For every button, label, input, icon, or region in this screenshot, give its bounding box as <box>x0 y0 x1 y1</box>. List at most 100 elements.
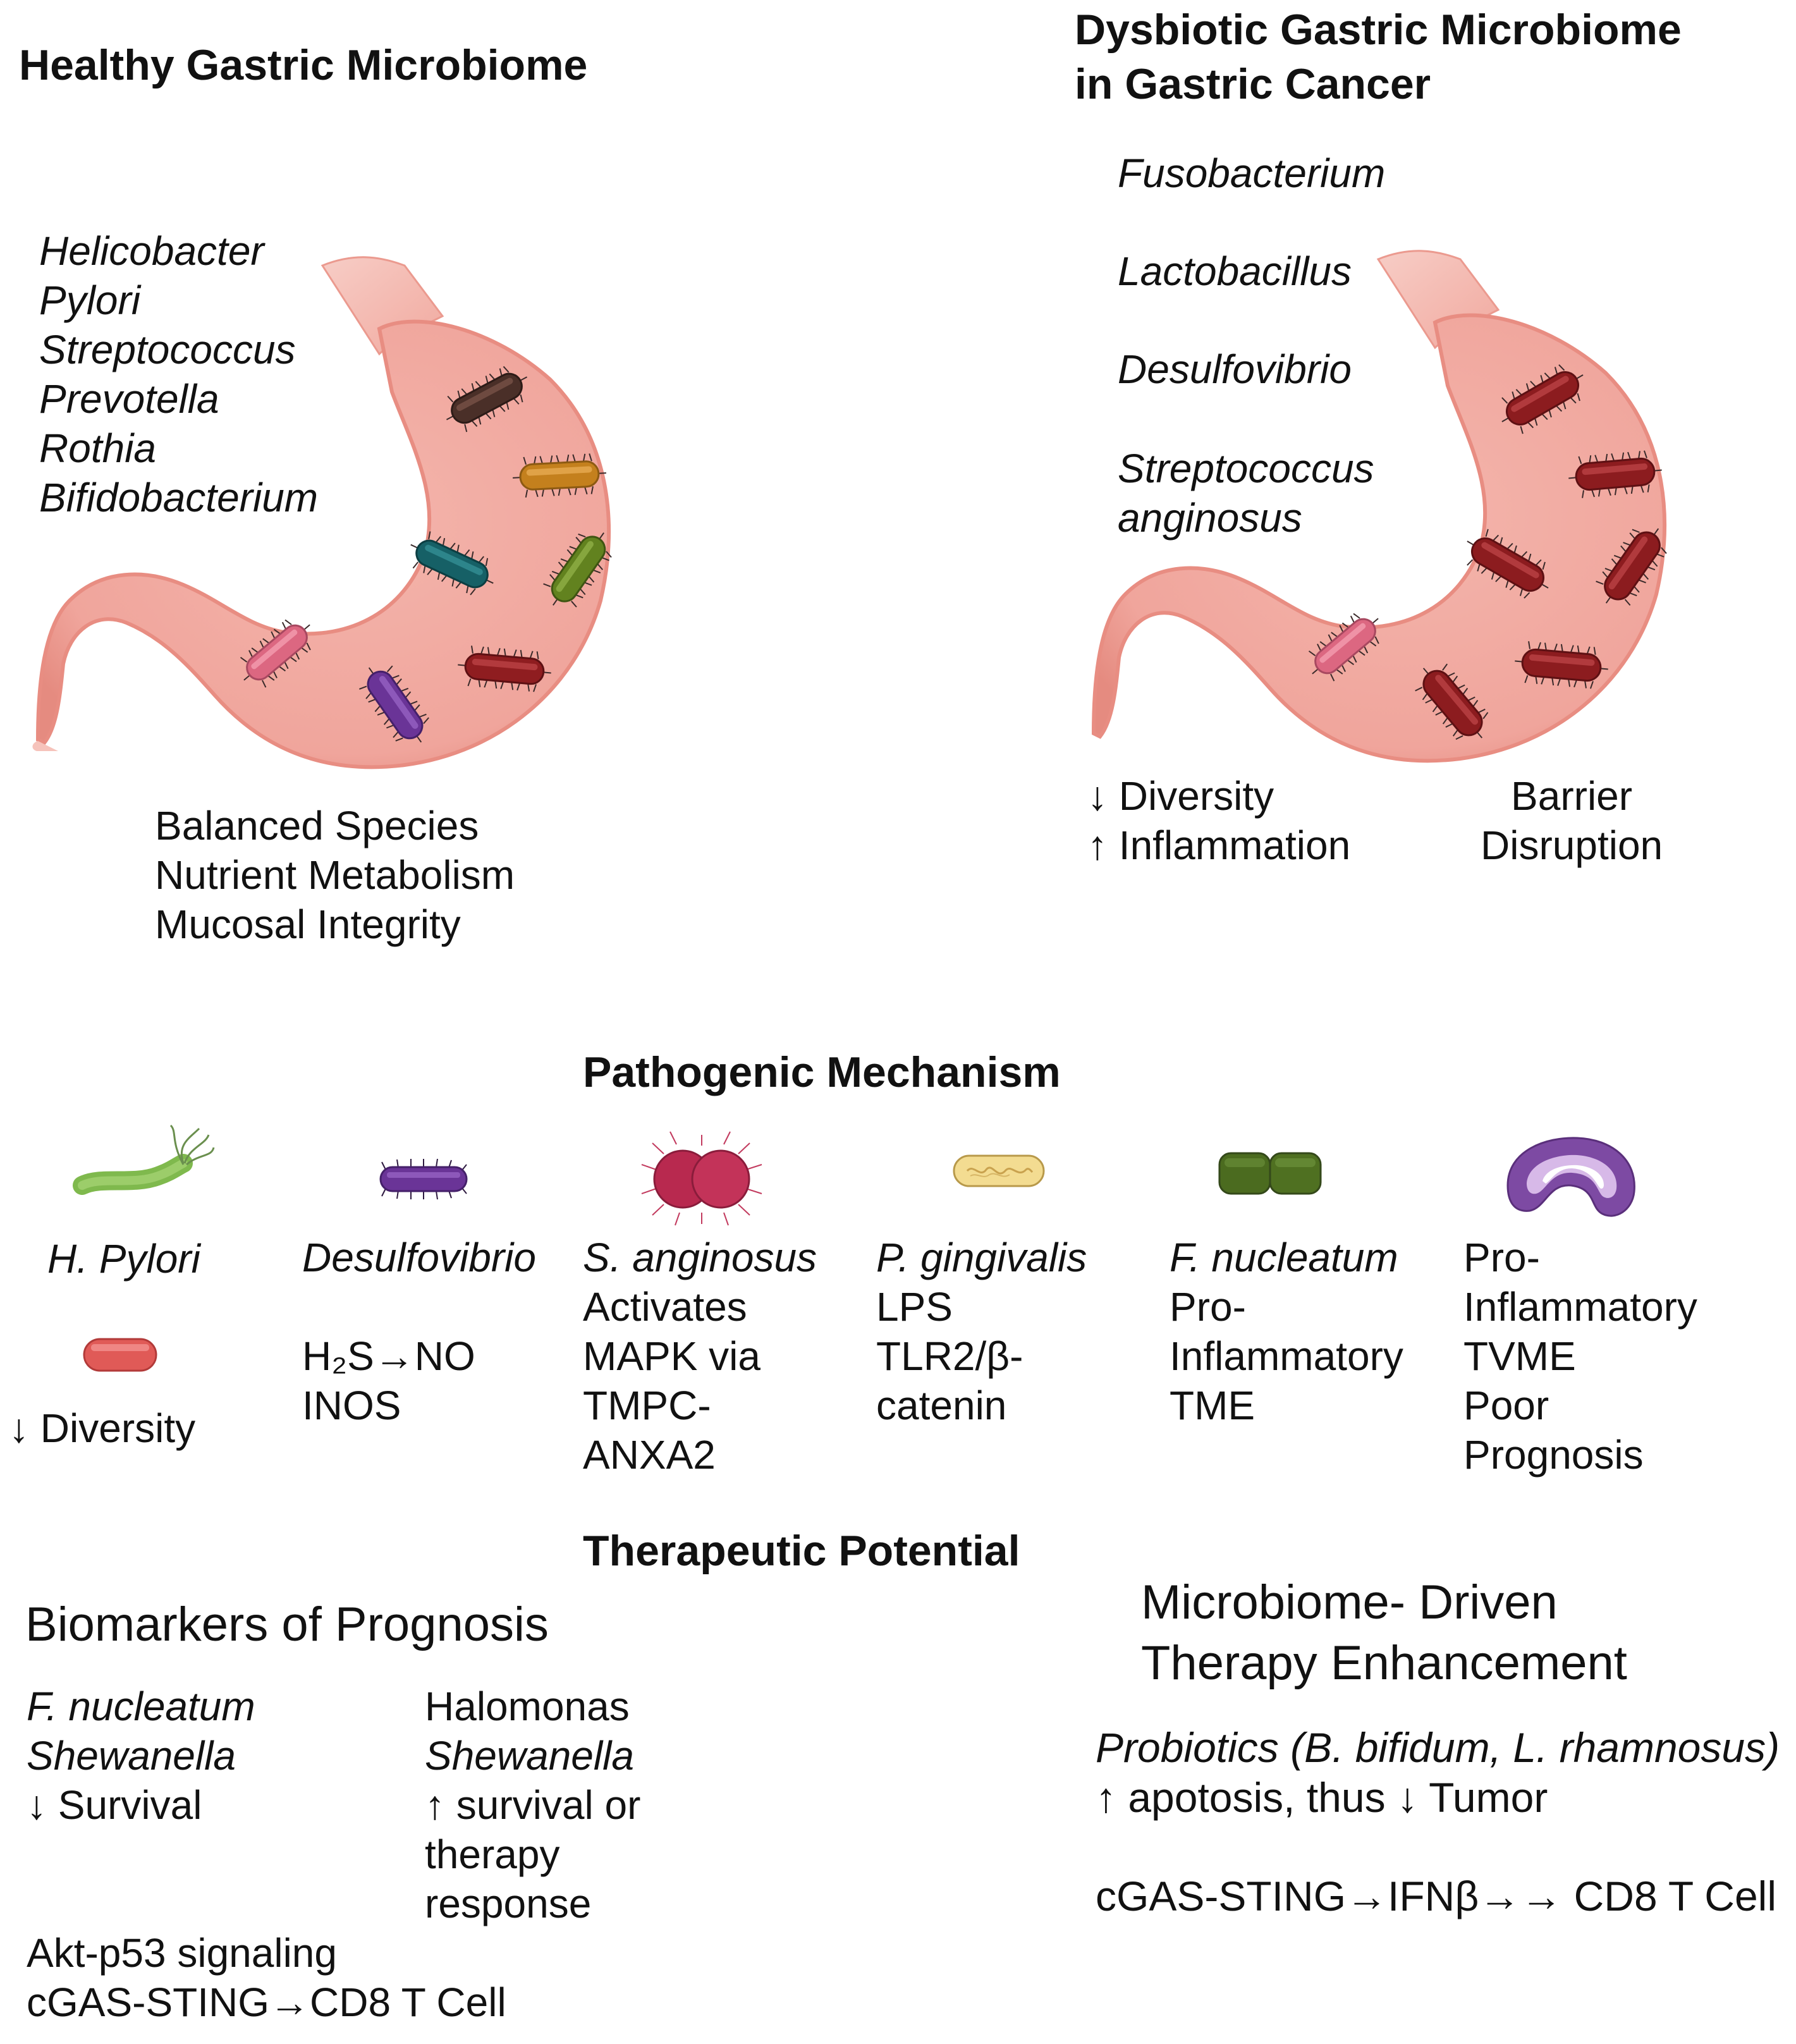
biomarkers-left: F. nucleatum Shewanella ↓ Survival <box>27 1682 255 1830</box>
species-pylori: Pylori <box>39 278 141 323</box>
biomarker-effect-3: response <box>425 1881 592 1926</box>
tvme-line-2: Inflammatory <box>1463 1284 1697 1330</box>
tumor-microenvironment-icon <box>1506 1137 1635 1217</box>
enhancement-effect: ↑ apotosis, thus ↓ Tumor <box>1096 1774 1548 1821</box>
healthy-stomach-illustration <box>32 256 611 769</box>
tvme-line-4: Poor <box>1463 1383 1549 1428</box>
p-gingivalis-line-3: catenin <box>876 1383 1007 1428</box>
cancer-bacteria-3 <box>1467 529 1549 599</box>
signaling-akt-p53: Akt-p53 signaling <box>27 1930 337 1976</box>
h-pylori-diversity-note: ↓ Diversity <box>9 1405 196 1451</box>
desulfovibrio-line-1: H₂S→NO <box>302 1333 475 1379</box>
low-diversity-bacterium-icon <box>83 1338 157 1372</box>
signaling-cgas-sting: cGAS-STING→CD8 T Cell <box>27 1980 506 2025</box>
dysbiotic-effects-right: Barrier Disruption <box>1481 771 1663 870</box>
healthy-species-list: Helicobacter Pylori Streptococcus Prevot… <box>39 226 318 522</box>
species-desulfovibrio: Desulfovibrio <box>1118 346 1352 392</box>
cancer-bacteria-4 <box>1596 528 1667 606</box>
species-streptococcus: Streptococcus <box>39 327 296 372</box>
biomarker-effect-1: ↑ survival or <box>425 1782 641 1828</box>
effect-diversity-down: ↓ Diversity <box>1087 773 1274 819</box>
therapeutic-title: Therapeutic Potential <box>583 1527 1020 1575</box>
biomarker-effect-2: therapy <box>425 1832 560 1877</box>
dysbiotic-species-list: Fusobacterium Lactobacillus Desulfovibri… <box>1118 149 1385 542</box>
species-bifidobacterium: Bifidobacterium <box>39 475 319 520</box>
effect-nutrient-metabolism: Nutrient Metabolism <box>155 852 515 898</box>
p-gingivalis-label: P. gingivalis <box>876 1235 1087 1280</box>
tvme-line-1: Pro- <box>1463 1235 1540 1280</box>
s-anginosus-line-1: Activates <box>583 1284 747 1330</box>
effect-inflammation-up: ↑ Inflammation <box>1087 823 1351 868</box>
pathogenic-title: Pathogenic Mechanism <box>583 1048 1061 1096</box>
dysbiotic-effects-left: ↓ Diversity ↑ Inflammation <box>1087 771 1350 870</box>
cancer-bacteria-1 <box>1501 364 1584 434</box>
s-anginosus-label: S. anginosus <box>583 1235 817 1280</box>
s-anginosus-icon <box>641 1131 762 1226</box>
bacteria-pink <box>240 619 311 688</box>
desulfovibrio-line-2: INOS <box>302 1383 401 1428</box>
healthy-effects: Balanced Species Nutrient Metabolism Muc… <box>155 801 515 949</box>
enhancement-pathway: cGAS-STING→IFNβ→→ CD8 T Cell <box>1096 1873 1776 1919</box>
effect-disruption: Disruption <box>1481 823 1663 868</box>
desulfovibrio-spacer <box>302 1282 536 1331</box>
bacteria-orange <box>513 453 606 498</box>
enhancement-heading-line-1: Microbiome- Driven <box>1141 1576 1558 1629</box>
h-pylori-icon <box>73 1124 215 1195</box>
cancer-bacteria-5 <box>1515 641 1608 689</box>
effect-balanced-species: Balanced Species <box>155 803 479 848</box>
f-nucleatum-line-1: Pro- <box>1170 1284 1246 1330</box>
species-prevotella: Prevotella <box>39 376 219 422</box>
cancer-bacteria-6 <box>1415 663 1489 740</box>
p-gingivalis-icon <box>953 1154 1045 1187</box>
species-lactobacillus: Lactobacillus <box>1118 248 1352 294</box>
h-pylori-label: H. Pylori <box>47 1236 200 1282</box>
biomarker-f-nucleatum: F. nucleatum <box>27 1684 255 1729</box>
bacteria-purple <box>359 665 429 743</box>
species-fusobacterium: Fusobacterium <box>1118 150 1386 196</box>
species-rothia: Rothia <box>39 425 156 471</box>
p-gingivalis-line-1: LPS <box>876 1284 953 1330</box>
p-gingivalis-line-2: TLR2/β- <box>876 1333 1023 1379</box>
s-anginosus-line-2: MAPK via <box>583 1333 761 1379</box>
f-nucleatum-column: F. nucleatum Pro- Inflammatory TME <box>1170 1233 1403 1430</box>
tvme-column: Pro- Inflammatory TVME Poor Prognosis <box>1463 1233 1697 1479</box>
biomarkers-right: Halomonas Shewanella ↑ survival or thera… <box>425 1682 640 1928</box>
biomarkers-signaling: Akt-p53 signaling cGAS-STING→CD8 T Cell <box>27 1928 506 2027</box>
enhancement-heading: Microbiome- Driven Therapy Enhancement <box>1141 1572 1627 1694</box>
cancer-bacteria-pink <box>1308 613 1379 682</box>
dysbiotic-title: Dysbiotic Gastric Microbiome in Gastric … <box>1075 3 1682 111</box>
cancer-bacteria-2 <box>1568 450 1662 498</box>
s-anginosus-column: S. anginosus Activates MAPK via TMPC- AN… <box>583 1233 817 1479</box>
bacteria-brown <box>446 366 528 432</box>
bacteria-red <box>458 646 551 692</box>
biomarker-survival-down: ↓ Survival <box>27 1782 202 1828</box>
bacteria-teal <box>410 531 494 596</box>
dysbiotic-title-line-1: Dysbiotic Gastric Microbiome <box>1075 6 1682 54</box>
tvme-line-3: TVME <box>1463 1333 1576 1379</box>
tvme-line-5: Prognosis <box>1463 1432 1644 1478</box>
p-gingivalis-column: P. gingivalis LPS TLR2/β- catenin <box>876 1233 1087 1430</box>
stomach-shape <box>32 256 611 769</box>
f-nucleatum-line-3: TME <box>1170 1383 1255 1428</box>
s-anginosus-line-4: ANXA2 <box>583 1432 716 1478</box>
bacteria-green <box>543 532 612 608</box>
desulfovibrio-column: Desulfovibrio H₂S→NO INOS <box>302 1233 536 1430</box>
dysbiotic-title-line-2: in Gastric Cancer <box>1075 60 1431 108</box>
biomarker-shewanella-right: Shewanella <box>425 1733 634 1778</box>
f-nucleatum-line-2: Inflammatory <box>1170 1333 1403 1379</box>
species-streptococcus-anginosus-1: Streptococcus <box>1118 446 1374 491</box>
enhancement-probiotics: Probiotics (B. bifidum, L. rhamnosus) <box>1096 1724 1780 1771</box>
desulfovibrio-label: Desulfovibrio <box>302 1235 536 1280</box>
effect-barrier: Barrier <box>1511 773 1633 819</box>
enhancement-heading-line-2: Therapy Enhancement <box>1141 1636 1627 1690</box>
species-streptococcus-anginosus-2: anginosus <box>1118 495 1302 541</box>
species-helicobacter: Helicobacter <box>39 228 264 274</box>
biomarkers-heading: Biomarkers of Prognosis <box>25 1598 549 1651</box>
biomarker-halomonas: Halomonas <box>425 1684 630 1729</box>
biomarker-shewanella: Shewanella <box>27 1733 236 1778</box>
f-nucleatum-label: F. nucleatum <box>1170 1235 1398 1280</box>
desulfovibrio-icon <box>379 1158 468 1200</box>
s-anginosus-line-3: TMPC- <box>583 1383 711 1428</box>
effect-mucosal-integrity: Mucosal Integrity <box>155 902 461 947</box>
f-nucleatum-icon <box>1218 1152 1322 1195</box>
